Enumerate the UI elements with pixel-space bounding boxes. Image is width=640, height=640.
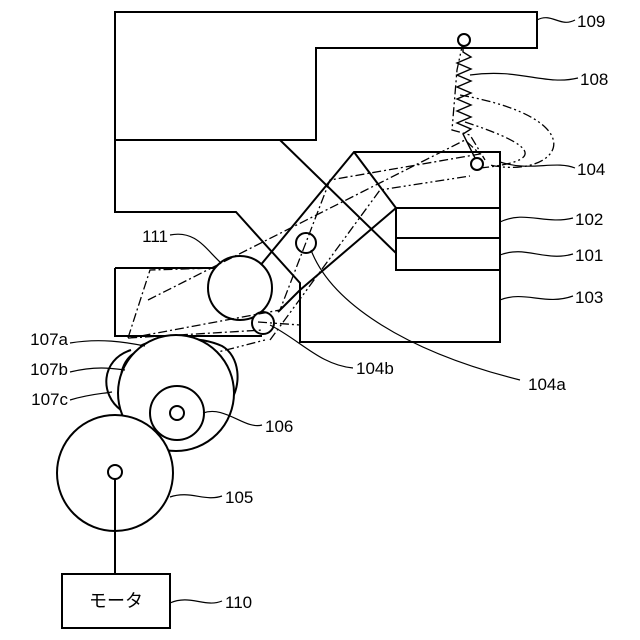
block-102: [396, 208, 500, 238]
label-104a: 104a: [528, 375, 566, 394]
label-101: 101: [575, 246, 603, 265]
leader-103: [500, 296, 573, 300]
leader-110: [170, 600, 222, 603]
label-107c: 107c: [31, 390, 68, 409]
label-104b: 104b: [356, 359, 394, 378]
leader-109: [537, 18, 575, 23]
label-107a: 107a: [30, 330, 68, 349]
label-104: 104: [577, 160, 605, 179]
leader-107a: [70, 341, 145, 346]
gear-106-inner: [150, 386, 204, 440]
roller-111: [208, 256, 272, 320]
spring-anchor-bottom: [471, 158, 483, 170]
label-103: 103: [575, 288, 603, 307]
leader-105: [170, 495, 222, 498]
block-101: [396, 238, 500, 270]
spring-anchor-top: [458, 34, 470, 46]
label-109: 109: [577, 12, 605, 31]
label-106: 106: [265, 417, 293, 436]
leader-111: [170, 234, 220, 262]
spring-alt: [452, 42, 554, 168]
leader-107b: [70, 368, 125, 372]
frame-109: [115, 12, 537, 140]
label-107b: 107b: [30, 360, 68, 379]
label-105: 105: [225, 488, 253, 507]
leader-101: [500, 252, 573, 256]
label-108: 108: [580, 70, 608, 89]
leader-102: [500, 217, 573, 222]
leader-107c: [70, 392, 112, 400]
leader-108: [470, 73, 578, 80]
label-110: 110: [225, 593, 252, 612]
leader-104b: [270, 325, 353, 368]
label-111: 111: [142, 227, 168, 246]
gear-105-hub: [108, 465, 122, 479]
label-102: 102: [575, 210, 603, 229]
motor-label: モータ: [89, 591, 143, 611]
